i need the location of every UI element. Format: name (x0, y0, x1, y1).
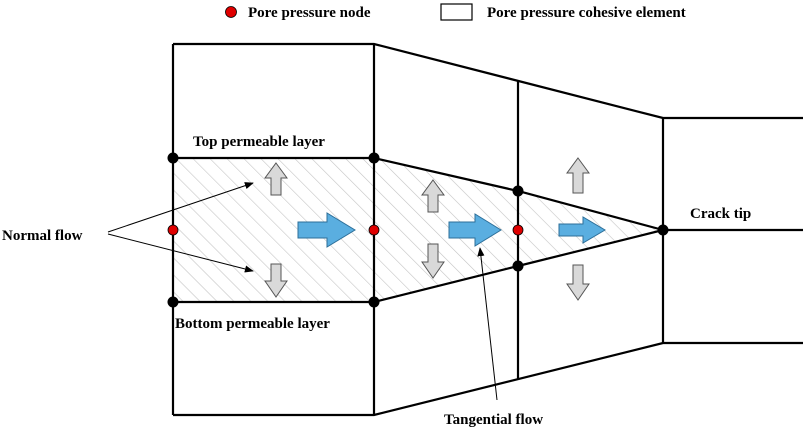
normal-flow-label: Normal flow (2, 228, 83, 244)
legend-element-label: Pore pressure cohesive element (487, 5, 686, 21)
normal-flow-leader-up (107, 182, 254, 233)
black-node (368, 296, 380, 308)
black-node (167, 296, 179, 308)
black-node (368, 152, 380, 164)
up-arrow-icon (566, 157, 590, 194)
pore-pressure-nodes (167, 152, 669, 308)
black-node (657, 224, 669, 236)
down-arrow-icon (421, 243, 445, 279)
legend-red-node-icon (225, 6, 237, 18)
tangential-arrow-icon (448, 213, 502, 247)
leader-lines (107, 182, 498, 401)
up-arrow-icon (264, 162, 288, 196)
normal-flow-leader-down (107, 233, 254, 273)
tangential-arrow-icon (558, 216, 606, 244)
black-node (512, 185, 524, 197)
red-node (512, 224, 524, 236)
red-node (368, 224, 380, 236)
tangential-arrow-icon (297, 212, 356, 248)
tangential-flow-arrows (297, 212, 606, 248)
cohesive-zone (173, 158, 663, 302)
black-node (167, 152, 179, 164)
black-node (512, 260, 524, 272)
down-arrow-icon (566, 264, 590, 301)
up-arrow-icon (421, 179, 445, 213)
top-layer-label: Top permeable layer (193, 134, 325, 150)
red-node (167, 224, 179, 236)
normal-flow-arrows (264, 157, 590, 301)
crack-tip-label: Crack tip (690, 206, 751, 222)
down-arrow-icon (264, 263, 288, 298)
legend-node-label: Pore pressure node (248, 5, 371, 21)
bottom-layer-label: Bottom permeable layer (175, 316, 330, 332)
legend: Pore pressure node Pore pressure cohesiv… (225, 3, 686, 21)
tangential-flow-leader (477, 247, 498, 401)
legend-element-icon (440, 3, 473, 21)
tangential-flow-label: Tangential flow (444, 412, 543, 428)
